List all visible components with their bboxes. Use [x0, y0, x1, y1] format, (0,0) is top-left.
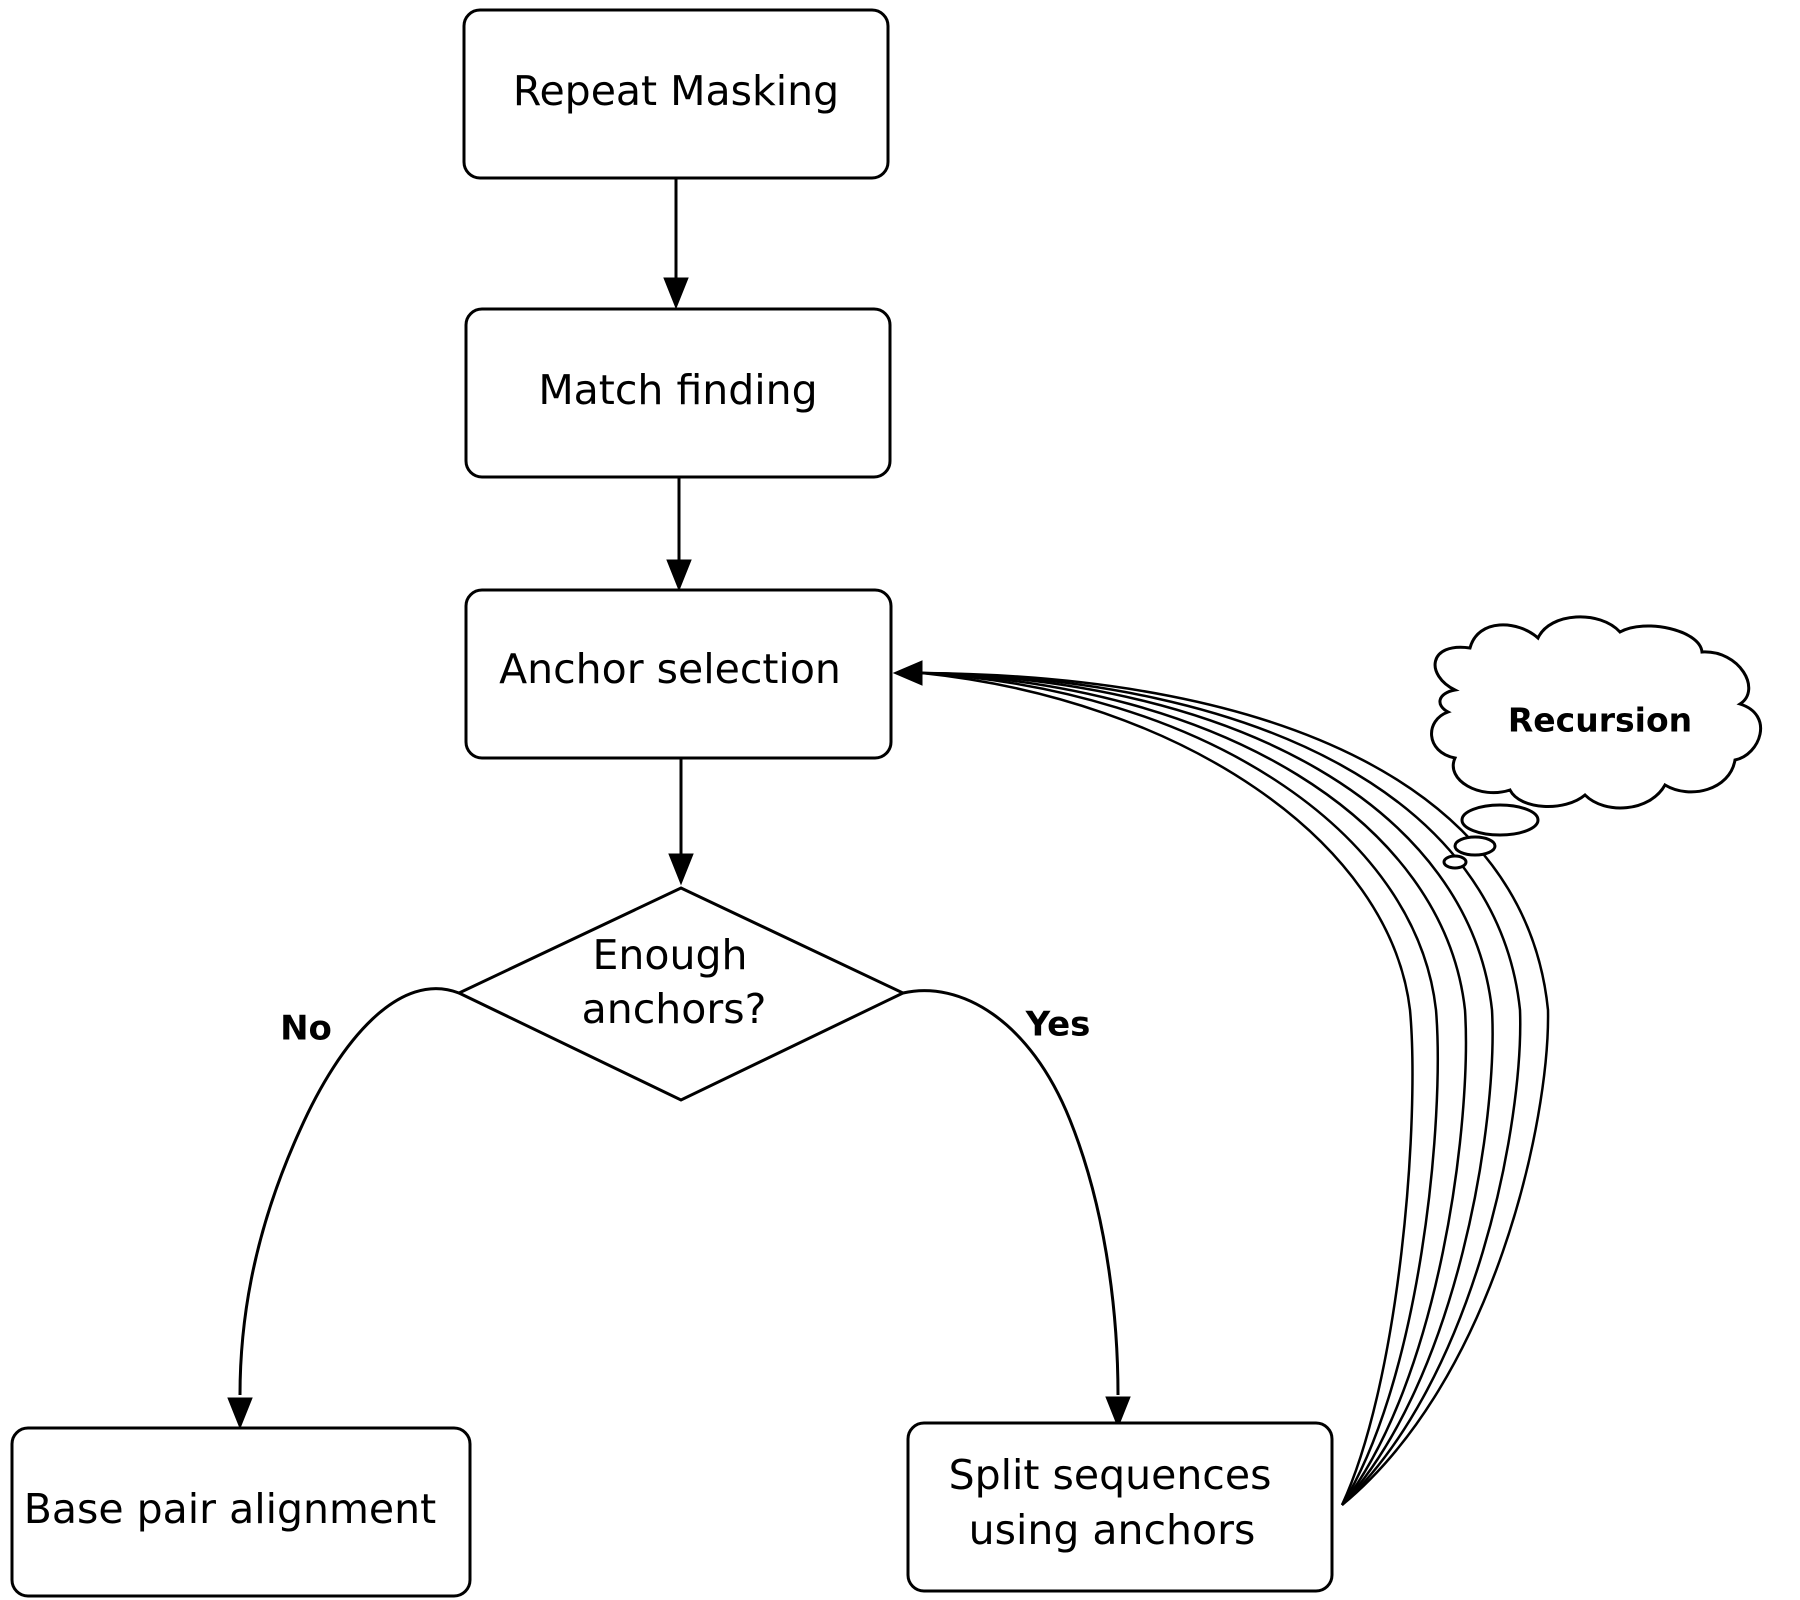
node-match-finding-label: Match finding: [538, 366, 817, 414]
arrowhead-down-icon: [227, 1397, 253, 1430]
edge-match-to-anchor: [666, 477, 692, 592]
thought-bubble-medium: [1453, 835, 1497, 857]
thought-cloud: Recursion: [1430, 615, 1762, 870]
thought-bubble-large: [1460, 803, 1540, 837]
edge-anchor-to-decision: [668, 758, 694, 886]
edge-decision-no: No: [227, 987, 460, 1430]
cloud-label: Recursion: [1508, 701, 1692, 740]
node-repeat-masking: Repeat Masking: [462, 8, 890, 180]
decision-label-line1: Enough: [593, 931, 748, 979]
arrowhead-down-icon: [666, 559, 692, 592]
cloud-shape: [1430, 615, 1762, 810]
node-match-finding: Match finding: [464, 307, 892, 479]
node-split-sequences-label-line2: using anchors: [969, 1506, 1256, 1554]
decision-enough-anchors: Enough anchors?: [455, 886, 907, 1102]
arrowhead-down-icon: [663, 277, 689, 310]
thought-bubble-small: [1442, 854, 1468, 870]
arrowhead-down-icon: [668, 853, 694, 886]
arrowhead-left-icon: [892, 660, 923, 686]
node-repeat-masking-label: Repeat Masking: [513, 67, 839, 115]
decision-label-line2: anchors?: [582, 985, 767, 1033]
edge-recursion-loop: [892, 660, 1550, 1506]
arrowhead-down-icon: [1105, 1396, 1131, 1429]
node-base-pair-alignment-label: Base pair alignment: [24, 1485, 436, 1533]
node-base-pair-alignment: Base pair alignment: [10, 1426, 472, 1598]
node-split-sequences-label-line1: Split sequences: [949, 1451, 1272, 1499]
node-split-sequences: Split sequences using anchors: [906, 1421, 1334, 1593]
node-anchor-selection: Anchor selection: [464, 588, 893, 760]
edge-decision-yes: Yes: [902, 989, 1131, 1429]
node-anchor-selection-label: Anchor selection: [499, 645, 841, 693]
branch-label-yes: Yes: [1025, 1005, 1091, 1045]
branch-label-no: No: [280, 1009, 332, 1049]
edge-repeat-to-match: [663, 178, 689, 310]
